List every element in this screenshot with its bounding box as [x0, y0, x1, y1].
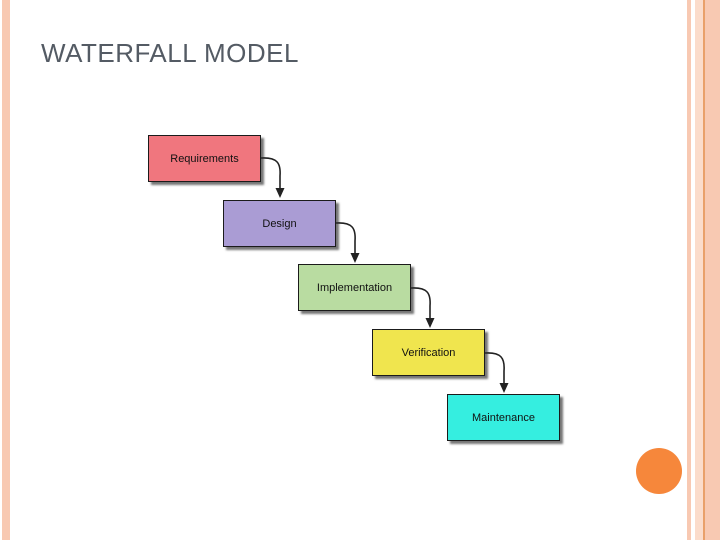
flow-arrowhead-1 [275, 188, 285, 198]
slide-title: WATERFALL MODEL [41, 38, 299, 68]
flow-arrowhead-2 [350, 253, 360, 263]
stage-box-maintenance: Maintenance [447, 394, 560, 441]
flow-arrowhead-3 [425, 318, 435, 328]
left-accent-stripe [2, 0, 10, 540]
stage-box-design: Design [223, 200, 336, 247]
right-accent-stripe-inner [687, 0, 691, 540]
stage-box-requirements: Requirements [148, 135, 261, 182]
flow-arrowhead-4 [499, 383, 509, 393]
decorative-circle [636, 448, 682, 494]
flow-arrow-3 [410, 287, 431, 319]
flow-arrow-4 [484, 352, 505, 384]
stage-box-verification: Verification [372, 329, 485, 376]
right-accent-stripe-line [703, 0, 705, 540]
stage-label-verification: Verification [401, 346, 456, 359]
right-accent-stripe-light [695, 0, 703, 540]
stage-box-implementation: Implementation [298, 264, 411, 311]
stage-label-requirements: Requirements [170, 152, 239, 165]
stage-label-implementation: Implementation [316, 281, 393, 294]
stage-label-maintenance: Maintenance [472, 411, 535, 424]
flow-arrow-1 [260, 157, 281, 189]
flow-arrow-2 [335, 222, 356, 254]
right-accent-stripe-edge [705, 0, 720, 540]
stage-label-design: Design [262, 217, 297, 230]
